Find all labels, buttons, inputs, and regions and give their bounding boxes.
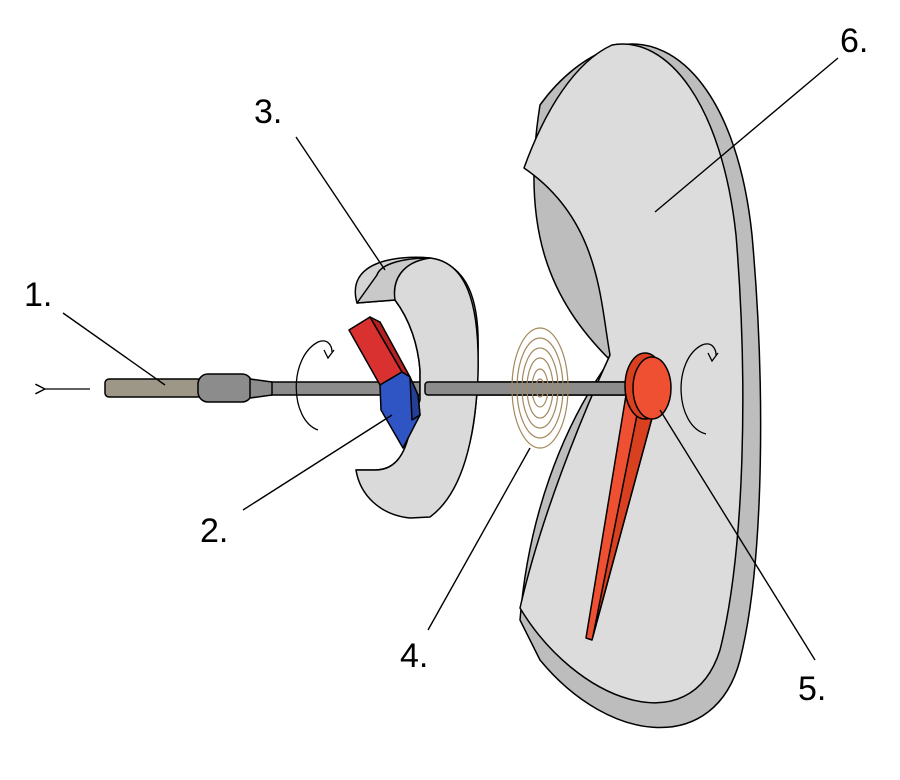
leader-lines <box>62 57 839 661</box>
hairspring <box>511 327 569 449</box>
label-cup: 3. <box>254 93 282 131</box>
label-dial: 6. <box>840 22 868 60</box>
rotation-arrow-left <box>295 340 335 431</box>
label-needle: 5. <box>798 670 826 708</box>
label-shaft: 1. <box>24 276 52 314</box>
drive-cable <box>104 373 273 403</box>
needle <box>585 352 672 641</box>
magnet <box>348 316 421 449</box>
rotation-arrow-right <box>680 343 719 435</box>
label-spring: 4. <box>400 637 428 675</box>
label-magnet: 2. <box>200 512 228 550</box>
